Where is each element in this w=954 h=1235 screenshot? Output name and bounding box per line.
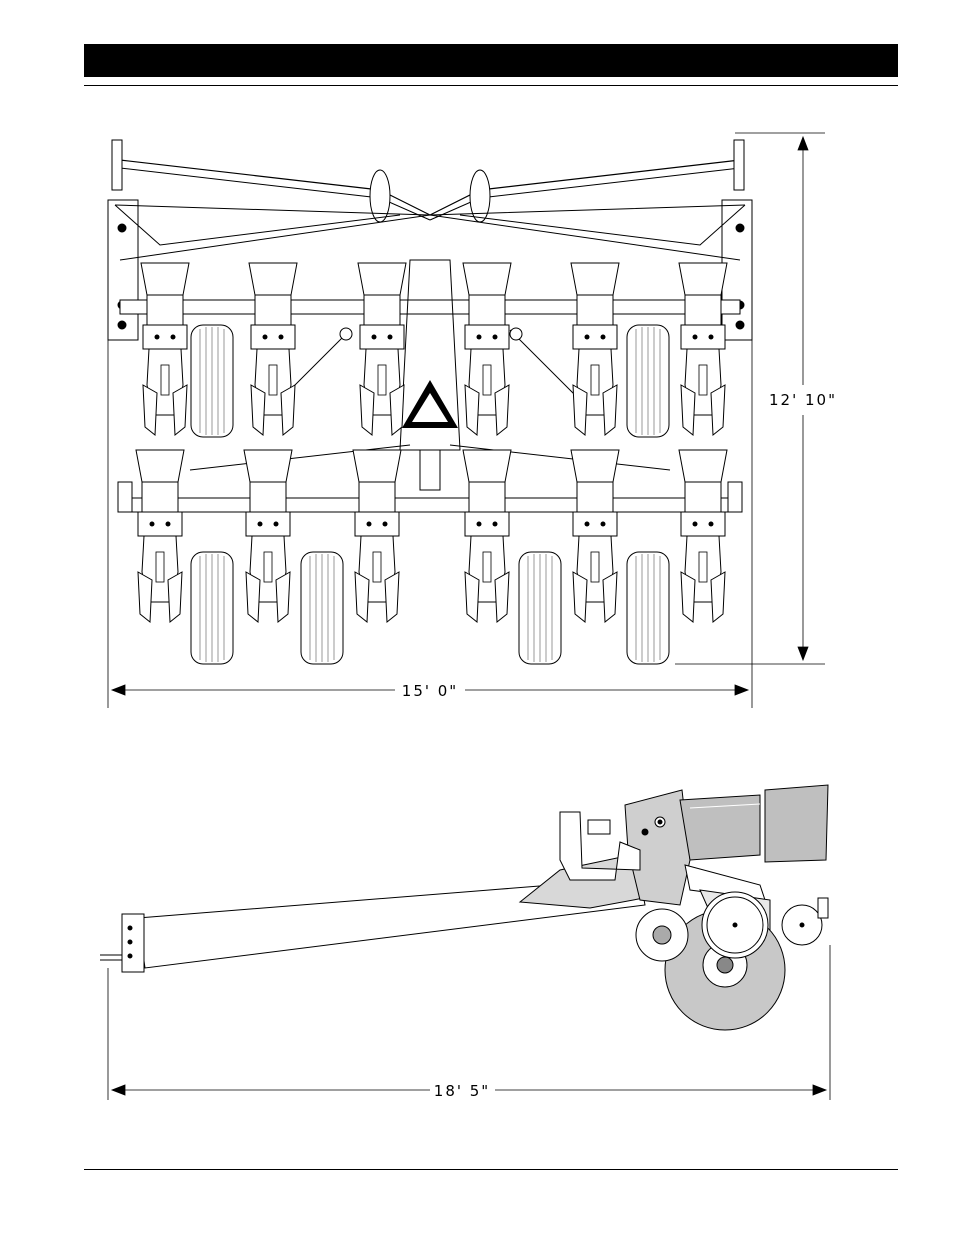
slow-moving-vehicle-triangle-icon — [402, 380, 458, 428]
side-view-drawing — [100, 785, 828, 1030]
footer-rule — [84, 1169, 898, 1170]
height-dimension-label: 12' 10" — [769, 391, 837, 409]
width-dimension-label: 15' 0" — [402, 682, 458, 700]
length-dimension-label: 18' 5" — [434, 1082, 490, 1100]
